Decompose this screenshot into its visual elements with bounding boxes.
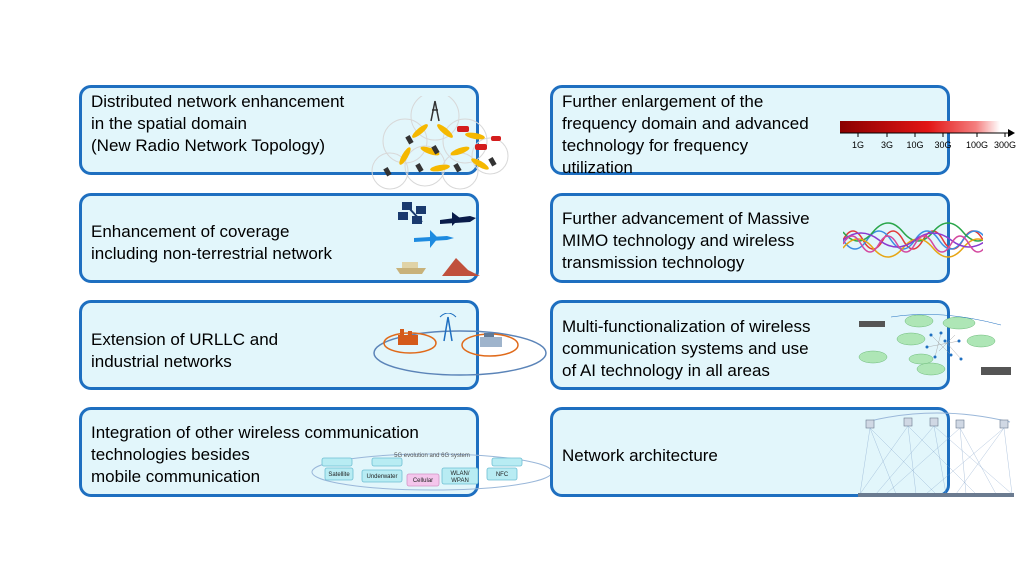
satellite-label: Satellite <box>328 472 350 478</box>
card-line: in the spatial domain <box>91 114 247 133</box>
card-line: Further enlargement of the <box>562 92 764 111</box>
card-line: including non-terrestrial network <box>91 244 332 263</box>
card-line: technology for frequency <box>562 136 749 155</box>
card-line: Multi-functionalization of wireless <box>562 317 811 336</box>
tick-label: 10G <box>906 140 923 150</box>
tick-label: 3G <box>881 140 893 150</box>
card-line: of AI technology in all areas <box>562 361 770 380</box>
card-network-architecture: Network architecture <box>550 407 1014 497</box>
card-line: frequency domain and advanced <box>562 114 809 133</box>
card-text: Multi-functionalization of wireless comm… <box>562 316 811 382</box>
cellular-label: Cellular <box>413 478 433 484</box>
card-urllc: Extension of URLLC and industrial networ… <box>79 300 547 390</box>
card-line: MIMO technology and wireless <box>562 231 795 250</box>
tick-label: 100G <box>966 140 988 150</box>
card-line: technologies besides <box>91 445 250 464</box>
tick-label: 1G <box>852 140 864 150</box>
card-coverage: Enhancement of coverage including non-te… <box>79 193 480 283</box>
card-ai-multifunction: Multi-functionalization of wireless comm… <box>550 300 1011 390</box>
card-line: Further advancement of Massive <box>562 209 810 228</box>
card-line: Integration of other wireless communicat… <box>91 423 419 442</box>
card-text: Integration of other wireless communicat… <box>91 422 419 488</box>
card-line: mobile communication <box>91 467 261 486</box>
waveform-icon <box>843 222 983 258</box>
card-frequency: Further enlargement of the frequency dom… <box>550 85 1016 177</box>
satellite-plane-ship-icon <box>396 202 480 276</box>
tick-label: 300G <box>994 140 1016 150</box>
frequency-scale: 1G 3G 10G 30G 100G 300G <box>840 121 1016 150</box>
card-line: transmission technology <box>562 253 745 272</box>
card-distributed-network: Distributed network enhancement in the s… <box>79 85 509 190</box>
wpan-label: WPAN <box>451 478 469 484</box>
evolution-title: 5G evolution and 6G system <box>394 453 470 459</box>
tick-label: 30G <box>934 140 951 150</box>
card-line: utilization <box>562 158 633 177</box>
card-line: Distributed network enhancement <box>91 92 345 111</box>
ai-network-diagram <box>858 314 1011 376</box>
card-line: (New Radio Network Topology) <box>91 136 326 155</box>
card-text: Enhancement of coverage including non-te… <box>91 221 332 265</box>
underwater-label: Underwater <box>366 474 397 480</box>
factory-antenna-icon <box>373 313 547 376</box>
card-text: Network architecture <box>562 445 718 467</box>
nfc-label: NFC <box>496 472 509 478</box>
card-text: Further enlargement of the frequency dom… <box>562 91 809 179</box>
card-text: Further advancement of Massive MIMO tech… <box>562 208 810 274</box>
card-line: Enhancement of coverage <box>91 222 290 241</box>
card-text: Extension of URLLC and industrial networ… <box>91 329 278 373</box>
5g-evolution-diagram: 5G evolution and 6G system Satellite Und… <box>311 453 553 491</box>
card-line: Network architecture <box>562 446 718 465</box>
mesh-network-icon <box>371 96 509 190</box>
network-architecture-icon <box>858 412 1014 497</box>
card-massive-mimo: Further advancement of Massive MIMO tech… <box>550 193 983 283</box>
wlan-label: WLAN/ <box>450 471 469 477</box>
card-line: Extension of URLLC and <box>91 330 279 349</box>
card-integration: Integration of other wireless communicat… <box>79 407 553 497</box>
card-text: Distributed network enhancement in the s… <box>91 91 344 157</box>
card-line: communication systems and use <box>562 339 809 358</box>
card-line: industrial networks <box>91 352 232 371</box>
